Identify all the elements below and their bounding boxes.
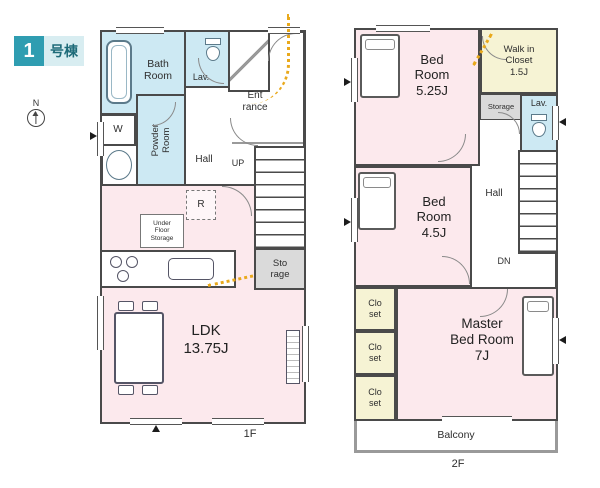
compass-needle-icon <box>31 111 39 124</box>
hall-1f-label: Hall <box>195 154 213 165</box>
underfloor-storage-label: Under Floor Storage <box>150 219 174 242</box>
lavatory-2f-label: Lav. <box>530 98 548 108</box>
washer-label: W <box>113 124 123 136</box>
window-symbol <box>552 106 559 140</box>
master-bedroom-label: Master Bed Room 7J <box>450 316 514 363</box>
window-symbol <box>130 418 182 425</box>
toilet-icon <box>204 38 222 61</box>
chair-icon <box>142 301 158 311</box>
refrigerator-space: R <box>186 190 216 220</box>
basin-icon <box>106 150 132 180</box>
dining-table-icon <box>114 312 164 384</box>
bathroom-label: Bath Room <box>143 58 172 83</box>
building-suffix: 号棟 <box>44 36 84 66</box>
bedroom1-label: Bed Room 5.25J <box>414 52 450 98</box>
storage-1f: Sto rage <box>254 248 306 290</box>
stove-burner-icon <box>126 256 138 268</box>
walk-in-closet-label: Walk in Closet 1.5J <box>503 44 535 78</box>
window-symbol <box>212 418 264 425</box>
closet-3: Clo set <box>354 375 396 421</box>
up-label: UP <box>231 158 245 168</box>
entrance-step <box>232 142 303 144</box>
bed-icon <box>360 34 400 98</box>
floor1-label: 1F <box>243 428 257 440</box>
bedroom2-label: Bed Room 4.5J <box>416 194 452 240</box>
washer-box: W <box>100 114 136 146</box>
refrigerator-label: R <box>197 199 205 211</box>
stairs-1f <box>254 146 306 250</box>
hall-2f-label: Hall <box>485 188 503 199</box>
room-ldk <box>100 184 306 424</box>
closet-2: Clo set <box>354 331 396 375</box>
window-symbol <box>552 318 559 364</box>
window-symbol <box>97 296 104 350</box>
toilet-icon <box>530 114 548 137</box>
window-symbol <box>97 122 104 156</box>
stove-burner-icon <box>117 270 129 282</box>
compass-icon <box>27 109 45 127</box>
sink-icon <box>168 258 214 280</box>
direction-marker <box>559 336 566 344</box>
storage-2f-label: Storage <box>487 101 515 111</box>
chair-icon <box>118 301 134 311</box>
lavatory-1f-label: Lav. <box>192 72 210 82</box>
dn-label: DN <box>497 256 511 266</box>
direction-marker <box>344 218 351 226</box>
closet-1: Clo set <box>354 287 396 331</box>
underfloor-storage: Under Floor Storage <box>140 214 184 248</box>
window-symbol <box>302 326 309 382</box>
window-symbol <box>376 25 430 32</box>
powder-room-label: Powder Room <box>149 123 172 157</box>
tv-board-icon <box>286 330 300 384</box>
bathtub-icon <box>106 40 132 104</box>
balcony: Balcony <box>354 421 558 453</box>
closet-label: Clo set <box>368 298 382 319</box>
bed-icon <box>358 172 396 230</box>
closet-label: Clo set <box>368 342 382 363</box>
chair-icon <box>142 385 158 395</box>
chair-icon <box>118 385 134 395</box>
approach-path <box>250 14 290 104</box>
ldk-label: LDK 13.75J <box>183 322 229 357</box>
closet-label: Clo set <box>368 387 382 408</box>
floor2-label: 2F <box>451 458 465 470</box>
stairs-2f <box>518 150 558 254</box>
direction-marker <box>152 425 160 432</box>
stove-burner-icon <box>110 256 122 268</box>
building-number: 1 <box>14 36 44 66</box>
direction-marker <box>559 118 566 126</box>
window-symbol <box>351 58 358 102</box>
balcony-label: Balcony <box>437 429 475 442</box>
window-symbol <box>116 27 164 34</box>
direction-marker <box>344 78 351 86</box>
compass-north-label: N <box>32 98 40 108</box>
building-title: 1 号棟 <box>14 36 84 66</box>
window-symbol <box>351 198 358 242</box>
storage-1f-label: Sto rage <box>270 257 290 280</box>
compass: N <box>18 98 54 127</box>
direction-marker <box>90 132 97 140</box>
